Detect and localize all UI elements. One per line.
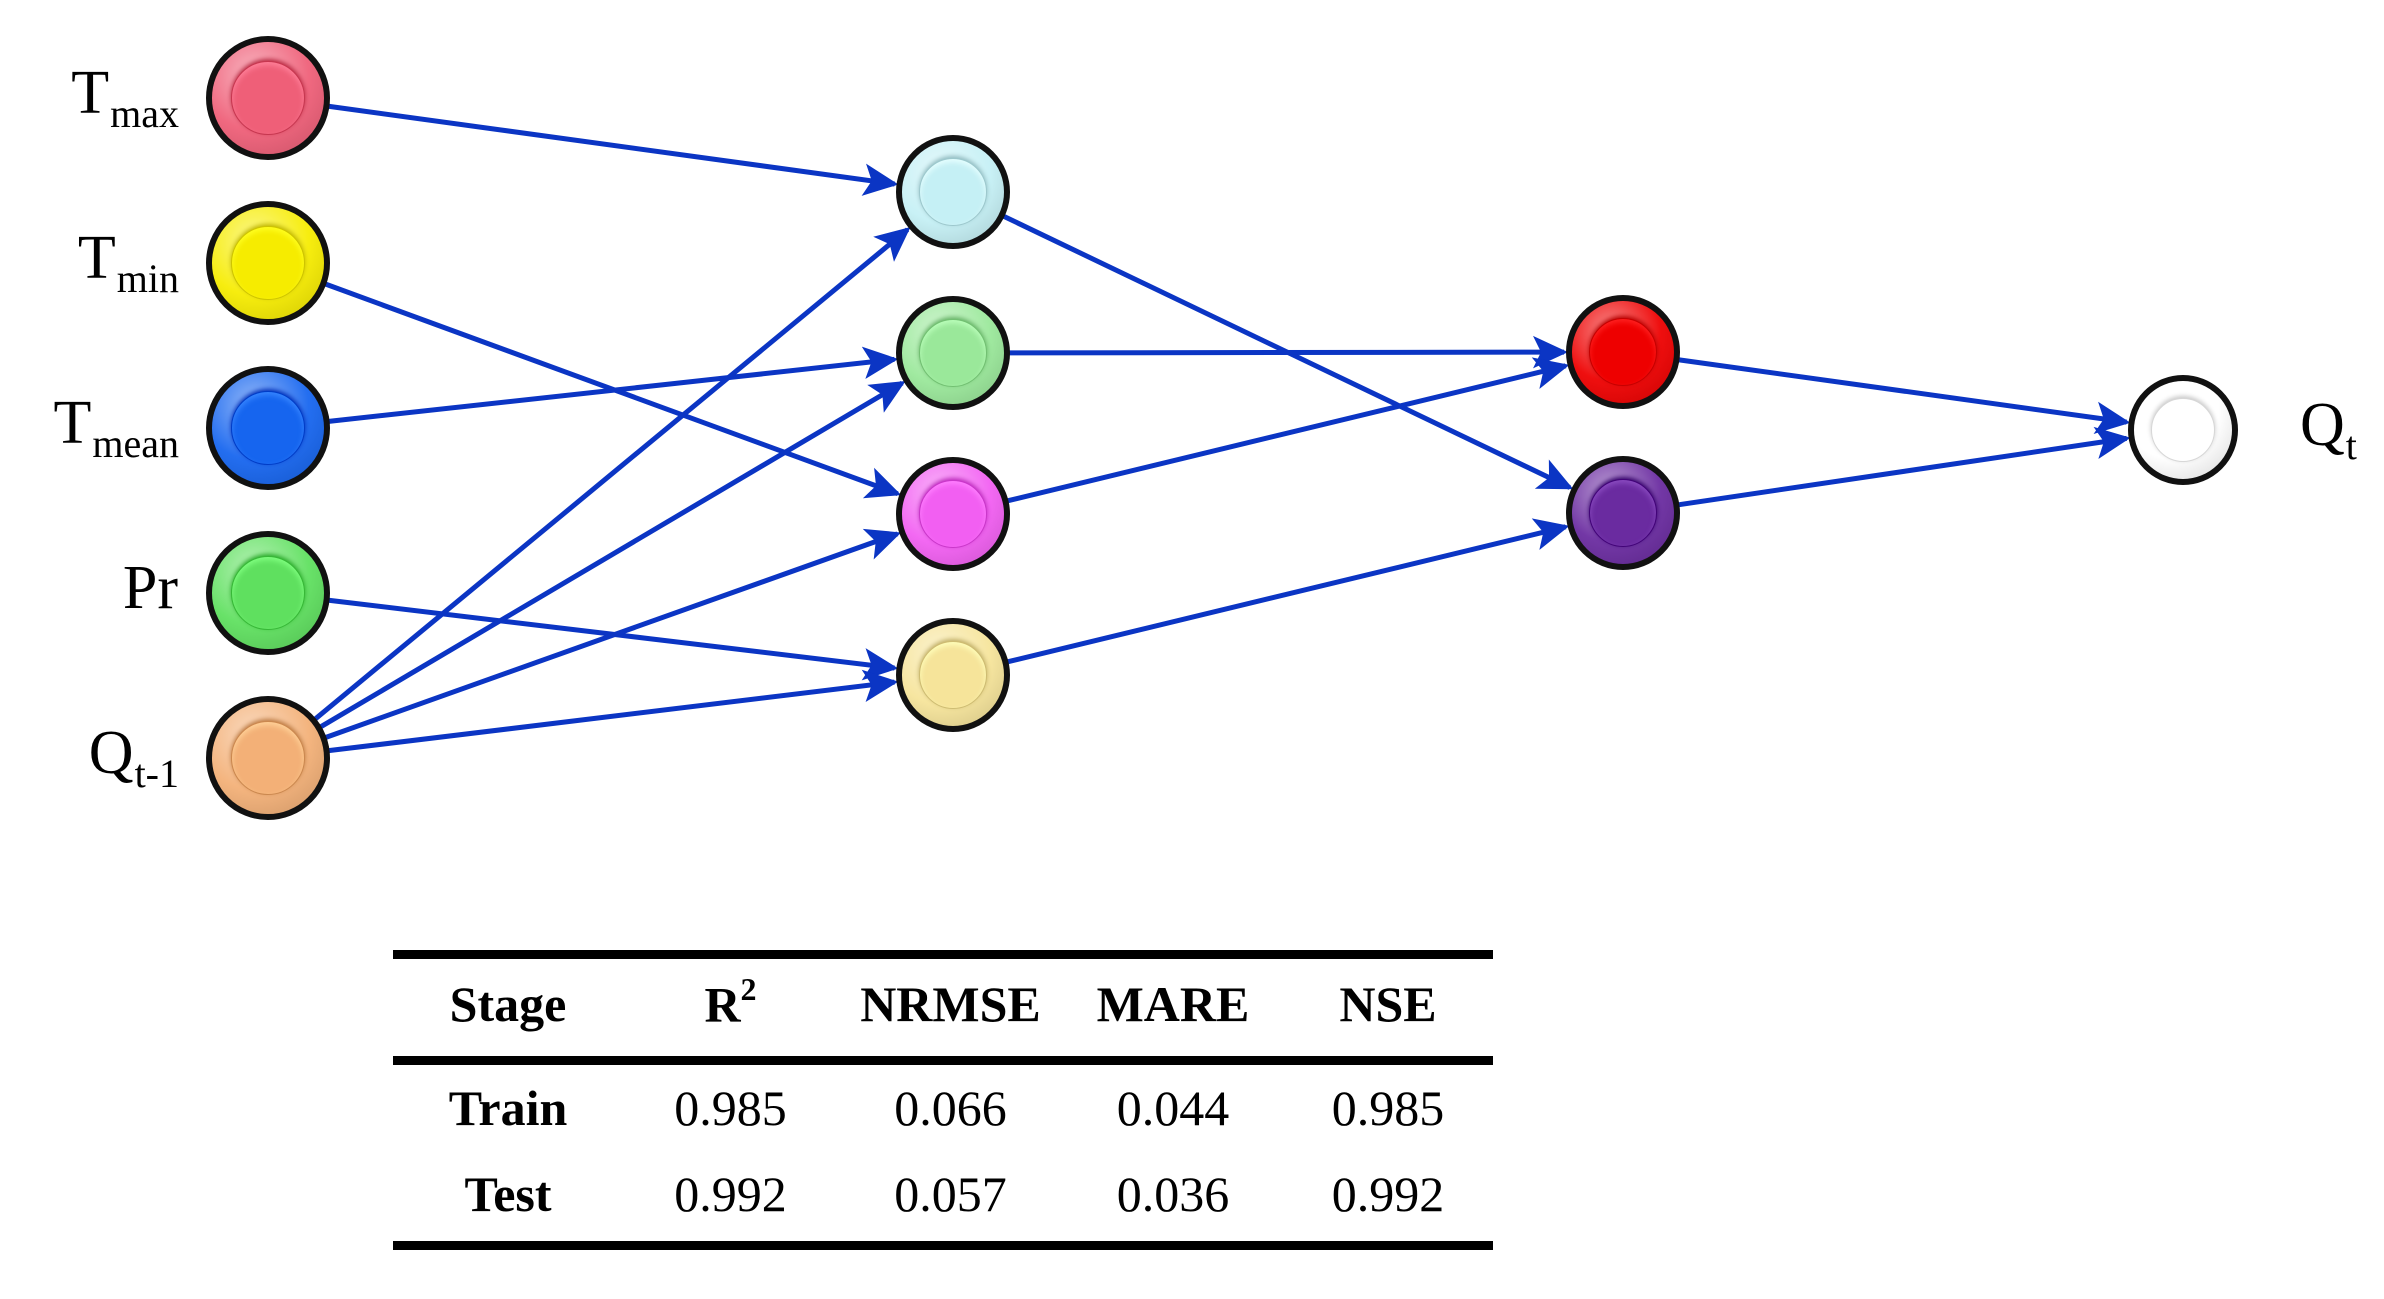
table-cell-nse: 0.992 <box>1283 1150 1493 1250</box>
node-label-subscript: t <box>2345 423 2357 469</box>
table-header-label: Stage <box>449 976 567 1033</box>
table-header-nrmse: NRMSE <box>838 950 1063 1065</box>
neuron-bevel-inner <box>919 480 987 548</box>
table-header-r2: R2 <box>623 950 838 1065</box>
neuron-node-tmean <box>206 366 330 490</box>
edge-g1-to-qt <box>1677 357 2131 434</box>
network-graph <box>312 103 2131 754</box>
edges-group <box>312 103 2131 754</box>
table-row: Train 0.985 0.066 0.044 0.985 <box>393 1060 1493 1151</box>
node-label-base: T <box>77 224 116 292</box>
table-cell-mare: 0.036 <box>1063 1150 1283 1250</box>
neuron-node-tmax <box>206 36 330 160</box>
edge-qtm1-to-h4 <box>327 669 899 754</box>
node-label-base: T <box>53 389 92 457</box>
edge-h3-to-g1 <box>1005 357 1570 504</box>
table-cell-stage: Train <box>448 1079 568 1136</box>
edge-tmean-to-h2 <box>327 346 899 424</box>
node-label-base: Pr <box>122 554 178 622</box>
node-label-qtm1: Qt-1 <box>88 719 179 794</box>
neuron-bevel-inner <box>231 721 305 795</box>
neuron-bevel-inner <box>231 391 305 465</box>
table-cell-r2: 0.985 <box>674 1079 787 1136</box>
node-label-tmax: Tmax <box>71 59 179 134</box>
edge-h4-to-g2 <box>1005 518 1570 665</box>
node-label-base: Q <box>88 719 134 787</box>
table-header-mare: MARE <box>1063 950 1283 1065</box>
metrics-table-container: Stage R2 NRMSE MARE NSE Train 0.985 0.066 0.044… <box>393 950 1493 1250</box>
edge-tmax-to-h1 <box>327 103 899 196</box>
table-header-label: NSE <box>1339 976 1437 1033</box>
edge-g2-to-qt <box>1677 426 2131 508</box>
table-cell-nrmse: 0.066 <box>894 1079 1007 1136</box>
neuron-bevel-inner <box>1589 318 1657 386</box>
table-header-superscript: 2 <box>740 971 757 1007</box>
node-label-qt: Qt <box>2300 391 2357 466</box>
neuron-node-h2 <box>896 296 1010 410</box>
neuron-node-h4 <box>896 618 1010 732</box>
table-cell-nrmse: 0.057 <box>838 1150 1063 1250</box>
node-label-pr: Pr <box>123 557 178 619</box>
table-cell-r2: 0.992 <box>623 1150 838 1250</box>
edge-qtm1-to-h2 <box>318 380 906 730</box>
table-header-label: R <box>704 976 741 1033</box>
edge-h2-to-g1 <box>1007 335 1569 369</box>
neuron-node-g1 <box>1566 295 1680 409</box>
table-cell-mare: 0.044 <box>1116 1079 1230 1136</box>
edge-qtm1-to-h1 <box>312 227 911 722</box>
neuron-bevel-inner <box>1589 479 1657 547</box>
node-label-subscript: max <box>110 91 179 137</box>
table-header-row: Stage R2 NRMSE MARE NSE <box>393 950 1493 1065</box>
neuron-bevel-inner <box>919 319 987 387</box>
neuron-node-qt <box>2128 375 2238 485</box>
neuron-bevel-inner <box>919 158 987 226</box>
neuron-bevel-inner <box>2151 398 2215 462</box>
neuron-node-qtm1 <box>206 696 330 820</box>
neuron-node-h1 <box>896 135 1010 249</box>
neuron-node-pr <box>206 531 330 655</box>
node-label-subscript: t-1 <box>134 751 179 797</box>
table-header-stage: Stage <box>393 950 623 1065</box>
table-header-nse: NSE <box>1283 950 1493 1065</box>
neuron-node-tmin <box>206 201 330 325</box>
table-cell-stage: Test <box>393 1150 623 1250</box>
neuron-bevel-inner <box>231 226 305 300</box>
neuron-node-h3 <box>896 457 1010 571</box>
node-label-tmean: Tmean <box>53 389 180 464</box>
neuron-bevel-inner <box>231 556 305 630</box>
node-label-tmin: Tmin <box>77 224 179 299</box>
edge-qtm1-to-h3 <box>323 528 902 741</box>
node-label-base: T <box>71 59 110 127</box>
table-cell-nse: 0.985 <box>1331 1079 1445 1136</box>
neuron-bevel-inner <box>231 61 305 135</box>
node-label-base: Q <box>2300 391 2345 459</box>
neuron-bevel-inner <box>919 641 987 709</box>
node-label-subscript: min <box>116 256 179 302</box>
node-label-subscript: mean <box>92 421 179 467</box>
table-head: Stage R2 NRMSE MARE NSE <box>393 950 1493 1065</box>
table-header-label: NRMSE <box>860 976 1041 1033</box>
table-header-label: MARE <box>1096 976 1250 1033</box>
metrics-table: Stage R2 NRMSE MARE NSE Train 0.985 0.066 0.044… <box>393 950 1493 1250</box>
neuron-node-g2 <box>1566 456 1680 570</box>
